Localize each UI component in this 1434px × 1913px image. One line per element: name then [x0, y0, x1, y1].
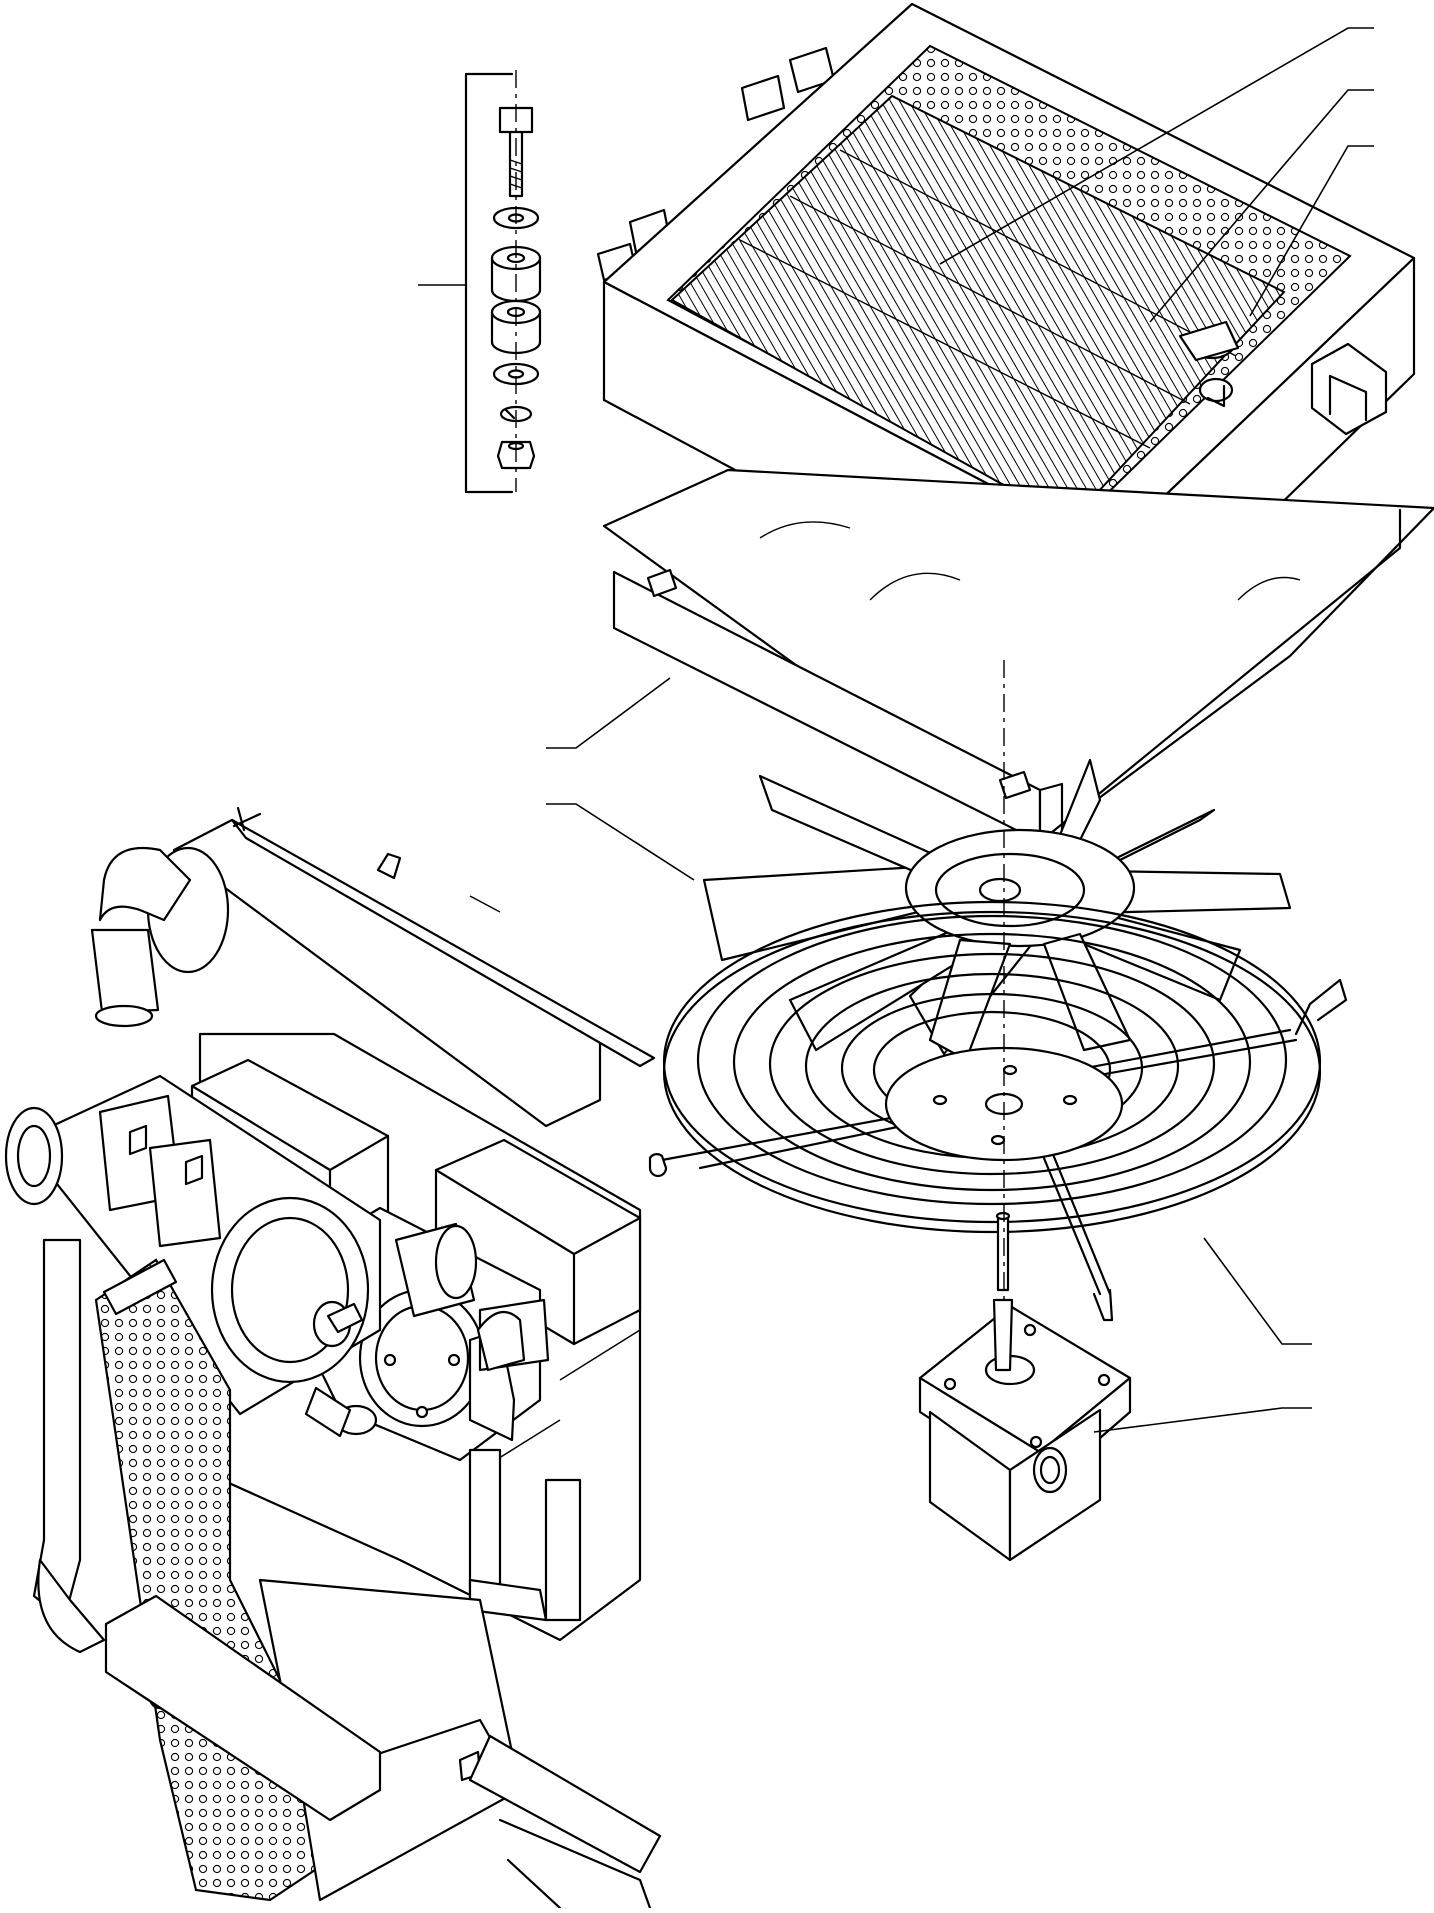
fan-shroud [602, 468, 1434, 846]
center-lines [515, 70, 1005, 1300]
engine-assembly [4, 806, 662, 1910]
mounting-hardware-stack [418, 72, 542, 494]
hydraulic-motor [918, 1211, 1132, 1562]
callout-leader-lines [546, 27, 1374, 1433]
